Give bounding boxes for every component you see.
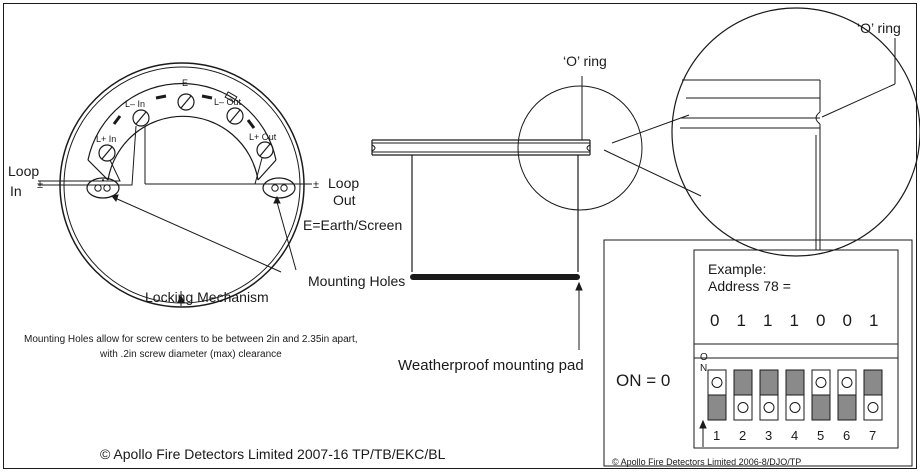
switch-on-arrow <box>699 419 707 447</box>
address-bit: 0 <box>843 311 852 330</box>
on-equals-label: ON = 0 <box>616 371 670 390</box>
terminal-l-minus-in: L– In <box>125 99 145 109</box>
mounting-hole-right <box>262 177 296 199</box>
terminal-l-plus-in: L+ In <box>96 134 116 144</box>
loop-wire-in <box>38 159 121 182</box>
terminal-screws <box>98 93 274 162</box>
address-bit: 1 <box>737 311 746 330</box>
loop-out-sign: ± <box>313 179 319 191</box>
switch-number: 2 <box>739 428 746 443</box>
o-ring-label: ‘O’ ring <box>563 53 607 69</box>
leader-lines <box>111 194 297 306</box>
dip-switch-box <box>693 343 899 449</box>
loop-in-sign: ± <box>37 179 43 191</box>
example-address: Address 78 = <box>708 278 791 294</box>
dip-switch-indicator <box>737 402 749 413</box>
panel-copyright: © Apollo Fire Detectors Limited 2006-8/D… <box>612 457 801 467</box>
switch-on-label-n: N <box>700 363 707 374</box>
switch-number: 5 <box>817 428 824 443</box>
dip-switch-indicator <box>789 402 801 413</box>
dip-switch-lever <box>811 394 831 421</box>
dip-switch-indicator <box>763 402 775 413</box>
switch-number: 6 <box>843 428 850 443</box>
locking-mechanism-label: Locking Mechanism <box>145 289 269 305</box>
address-panel <box>603 239 913 467</box>
weatherproof-pad-label: Weatherproof mounting pad <box>398 357 584 374</box>
address-bit: 0 <box>816 311 825 330</box>
switch-number: 7 <box>869 428 876 443</box>
dip-switch-lever <box>863 369 883 396</box>
outer-frame <box>3 3 917 469</box>
mounting-note-line-2: with .2in screw diameter (max) clearance <box>99 349 282 360</box>
example-box <box>693 249 899 359</box>
o-ring-magnifier <box>517 85 643 211</box>
footer-copyright: © Apollo Fire Detectors Limited 2007-16 … <box>100 446 446 462</box>
dip-switch-indicator <box>711 377 723 388</box>
switch-number: 1 <box>713 428 720 443</box>
switch-number: 4 <box>791 428 798 443</box>
address-bit: 0 <box>710 311 719 330</box>
dip-switch-lever <box>837 394 857 421</box>
side-view <box>371 76 702 350</box>
dip-switch-lever <box>733 369 753 396</box>
address-bit: 1 <box>869 311 878 330</box>
mounting-holes-label: Mounting Holes <box>308 273 405 289</box>
terminal-arc-outer <box>87 82 277 161</box>
loop-out-label-1: Loop <box>328 175 359 191</box>
dip-switch-indicator <box>815 377 827 388</box>
dip-switch-lever <box>785 369 805 396</box>
dip-switches <box>707 369 883 421</box>
loop-out-label-2: Out <box>333 192 356 208</box>
terminal-l-minus-out: L– Out <box>214 97 242 107</box>
dip-switch-indicator <box>867 402 879 413</box>
terminal-l-plus-out: L+ Out <box>249 132 277 142</box>
loop-in-label-1: Loop <box>8 163 39 179</box>
o-ring-zoom-label: ‘O’ ring <box>857 20 901 36</box>
o-ring-zoom <box>671 7 920 257</box>
terminal-arc-inner <box>102 115 259 181</box>
switch-number: 3 <box>765 428 772 443</box>
base-top-view <box>38 62 312 308</box>
dip-switch-lever <box>707 394 727 421</box>
weatherproof-pad <box>410 274 580 280</box>
mounting-note-line-1: Mounting Holes allow for screw centers t… <box>24 334 358 345</box>
address-bit: 1 <box>763 311 772 330</box>
address-bit: 1 <box>790 311 799 330</box>
earth-screen-label: E=Earth/Screen <box>303 217 402 233</box>
dip-switch-indicator <box>841 377 853 388</box>
dip-switch-lever <box>759 369 779 396</box>
terminal-earth: E <box>182 78 188 88</box>
mounting-hole-left <box>86 177 120 199</box>
example-title: Example: <box>708 261 766 277</box>
loop-in-label-2: In <box>10 183 22 199</box>
switch-numbers: 1 2 3 4 5 6 7 <box>713 428 876 443</box>
switch-on-label-o: O <box>700 352 708 363</box>
